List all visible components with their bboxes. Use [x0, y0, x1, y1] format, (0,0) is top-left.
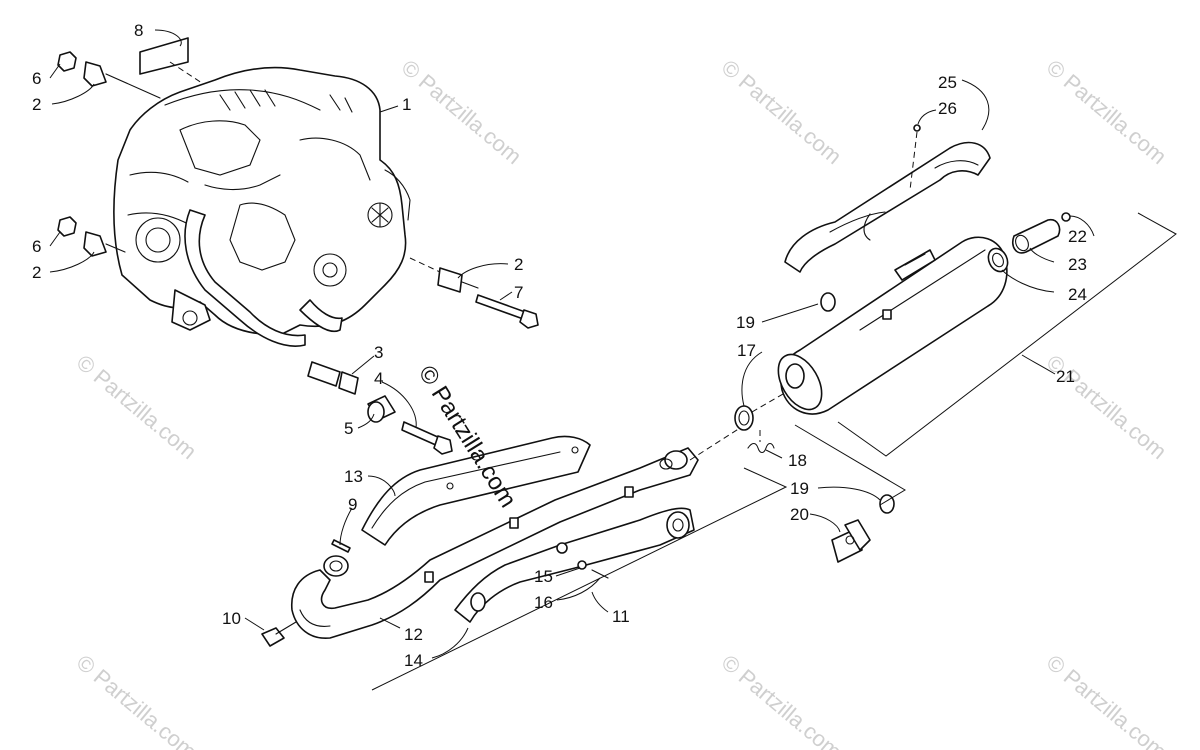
- watermark: © Partzilla.com: [1042, 55, 1172, 169]
- watermark: © Partzilla.com: [717, 55, 847, 169]
- muffler-part-21: [777, 236, 1008, 415]
- bolt-part-7: [475, 294, 539, 329]
- gasket-part-17: [689, 389, 791, 461]
- screw-part-16: [591, 569, 609, 579]
- callout-6: 6: [32, 69, 41, 88]
- spring-part-18: [747, 430, 775, 454]
- callout-6: 6: [32, 237, 41, 256]
- callout-26: 26: [938, 99, 957, 118]
- callout-24: 24: [1068, 285, 1087, 304]
- callout-14: 14: [404, 651, 423, 670]
- callout-16: 16: [534, 593, 553, 612]
- bracket-part-20: [831, 519, 871, 563]
- callout-11: 11: [612, 607, 630, 626]
- spark-arrestor-part-23: [1011, 218, 1061, 254]
- grommet-part-15: [577, 560, 587, 570]
- callout-3: 3: [374, 343, 383, 362]
- callout-8: 8: [134, 21, 143, 40]
- callout-10: 10: [222, 609, 241, 628]
- callout-23: 23: [1068, 255, 1087, 274]
- callout-5: 5: [344, 419, 353, 438]
- engine-part-1: [113, 66, 411, 347]
- callout-4: 4: [374, 369, 383, 388]
- nut-part-6-upper: [57, 51, 161, 99]
- grommet-part-19-lower: [879, 494, 895, 514]
- callout-17: 17: [737, 341, 756, 360]
- screw-part-22: [1061, 212, 1071, 222]
- stud-part-2-right: [409, 257, 479, 293]
- bolt-part-10: [261, 621, 297, 647]
- watermark: © Partzilla.com: [397, 55, 527, 169]
- watermark: © Partzilla.com: [72, 650, 202, 750]
- header-pipe-part-12: [291, 447, 699, 639]
- callout-12: 12: [404, 625, 423, 644]
- callout-2: 2: [514, 255, 523, 274]
- callout-9: 9: [348, 495, 357, 514]
- nut-part-6-lower: [57, 216, 126, 257]
- callout-19: 19: [790, 479, 809, 498]
- spacer-part-5: [367, 395, 396, 423]
- callout-labels: 8 6 2 1 6 2 2 7 3 4 5 13 9 10 12 14 15 1…: [32, 21, 1087, 670]
- callout-2: 2: [32, 263, 41, 282]
- heat-shield-part-13: [361, 435, 591, 546]
- callout-7: 7: [514, 283, 523, 302]
- grommet-part-19-upper: [820, 292, 836, 312]
- callout-21: 21: [1056, 367, 1075, 386]
- screw-part-26: [909, 124, 921, 191]
- gasket-part-9: [331, 539, 351, 553]
- callout-13: 13: [344, 467, 363, 486]
- callout-2: 2: [32, 95, 41, 114]
- assembly-brackets: [371, 212, 1177, 691]
- stud-part-3: [307, 361, 359, 395]
- watermark: © Partzilla.com: [72, 350, 202, 464]
- callout-18: 18: [788, 451, 807, 470]
- callout-1: 1: [402, 95, 411, 114]
- callout-15: 15: [534, 567, 553, 586]
- decal-part-8: [139, 37, 206, 86]
- leader-lines: [49, 29, 1095, 659]
- watermark: © Partzilla.com: [717, 650, 847, 750]
- watermark: © Partzilla.com: [1042, 650, 1172, 750]
- pipe-part-11: [454, 450, 695, 623]
- callout-25: 25: [938, 73, 957, 92]
- callout-19: 19: [736, 313, 755, 332]
- bolt-part-4: [401, 421, 453, 455]
- heat-shield-part-25: [784, 141, 991, 273]
- callout-22: 22: [1068, 227, 1087, 246]
- callout-20: 20: [790, 505, 809, 524]
